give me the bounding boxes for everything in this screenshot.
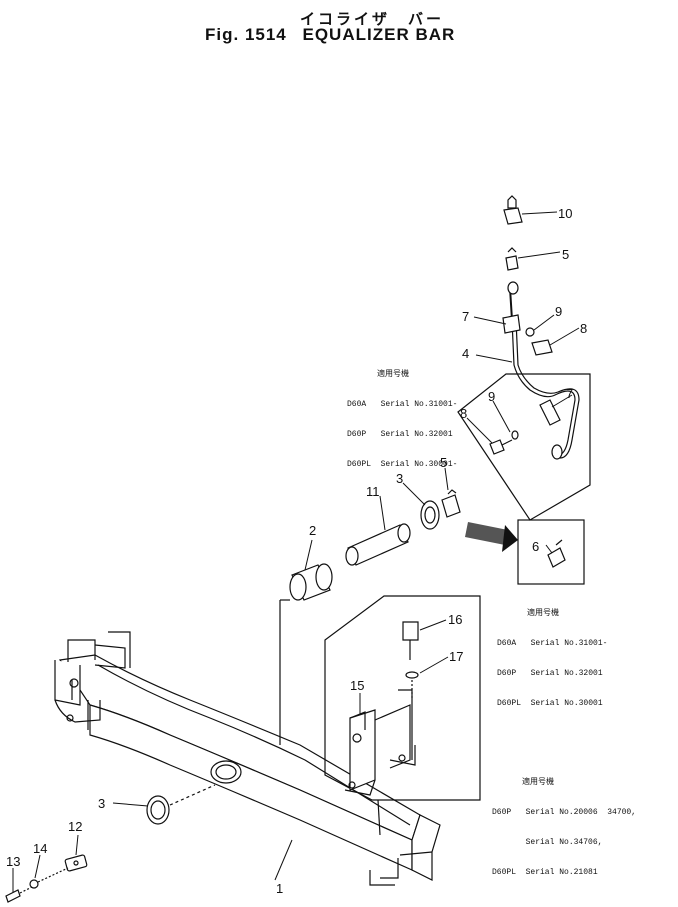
figure-title: Fig. 1514 EQUALIZER BAR bbox=[205, 25, 465, 45]
assembly-arrow bbox=[465, 522, 518, 552]
serial-note-line: D60A Serial No.31001- bbox=[347, 400, 458, 409]
callout-4: 4 bbox=[462, 346, 469, 361]
grease-fitting-top bbox=[505, 247, 519, 271]
callout-3-upper: 3 bbox=[396, 471, 403, 486]
callout-numbers: 1 2 3 3 4 5 5 6 7 7 8 8 9 9 10 11 12 13 … bbox=[6, 206, 587, 896]
callout-13: 13 bbox=[6, 854, 20, 869]
grease-pipe bbox=[502, 281, 553, 356]
serial-note-header: 適用号機 bbox=[377, 370, 409, 379]
serial-note-line: D60A Serial No.31001- bbox=[497, 639, 608, 648]
callout-10: 10 bbox=[558, 206, 572, 221]
callout-9-lower: 9 bbox=[488, 389, 495, 404]
serial-note-line: D60PL Serial No.21081 bbox=[492, 868, 598, 877]
callout-5-middle: 5 bbox=[440, 455, 447, 470]
callout-6: 6 bbox=[532, 539, 539, 554]
callout-9-upper: 9 bbox=[555, 304, 562, 319]
bushing bbox=[289, 563, 333, 601]
callout-3-lower: 3 bbox=[98, 796, 105, 811]
callout-7-lower: 7 bbox=[566, 386, 573, 401]
callout-17: 17 bbox=[449, 649, 463, 664]
serial-note-line: D60PL Serial No.30001- bbox=[347, 460, 458, 469]
figure-name: EQUALIZER BAR bbox=[302, 25, 456, 44]
serial-note-line: D60PL Serial No.30001 bbox=[497, 699, 603, 708]
serial-note-line: D60P Serial No.20006 34700, bbox=[492, 808, 637, 817]
callout-7-upper: 7 bbox=[462, 309, 469, 324]
callout-16: 16 bbox=[448, 612, 462, 627]
callout-15: 15 bbox=[350, 678, 364, 693]
figure-number: Fig. 1514 bbox=[205, 25, 287, 44]
upper-bracket-box bbox=[457, 319, 591, 521]
callout-2: 2 bbox=[309, 523, 316, 538]
callout-8-upper: 8 bbox=[580, 321, 587, 336]
serial-note-header: 適用号機 bbox=[527, 609, 559, 618]
callout-8-lower: 8 bbox=[460, 406, 467, 421]
pin bbox=[345, 523, 411, 566]
callout-11: 11 bbox=[366, 484, 380, 499]
seal-lower bbox=[146, 784, 216, 825]
serial-note-middle: 適用号機 D60A Serial No.31001- D60P Serial N… bbox=[497, 589, 607, 719]
lower-bracket-box bbox=[324, 595, 481, 801]
serial-note-line: Serial No.34706, bbox=[492, 838, 603, 847]
serial-note-line: D60P Serial No.32001 bbox=[347, 430, 453, 439]
serial-note-header: 適用号機 bbox=[522, 778, 554, 787]
serial-note-line: D60P Serial No.32001 bbox=[497, 669, 603, 678]
callout-12: 12 bbox=[68, 819, 82, 834]
serial-note-upper: 適用号機 D60A Serial No.31001- D60P Serial N… bbox=[347, 350, 457, 480]
callout-14: 14 bbox=[33, 841, 47, 856]
cover-plate-group bbox=[5, 854, 88, 903]
callout-1: 1 bbox=[276, 881, 283, 896]
figure-title-japanese: イコライザ バー bbox=[300, 10, 445, 28]
leader-lines bbox=[12, 211, 580, 893]
equalizer-bar bbox=[54, 631, 441, 886]
callout-5-top: 5 bbox=[562, 247, 569, 262]
serial-note-lower: 適用号機 D60P Serial No.20006 34700, Serial … bbox=[492, 758, 636, 888]
seal-upper bbox=[420, 489, 461, 530]
fitting-cap bbox=[503, 195, 523, 225]
